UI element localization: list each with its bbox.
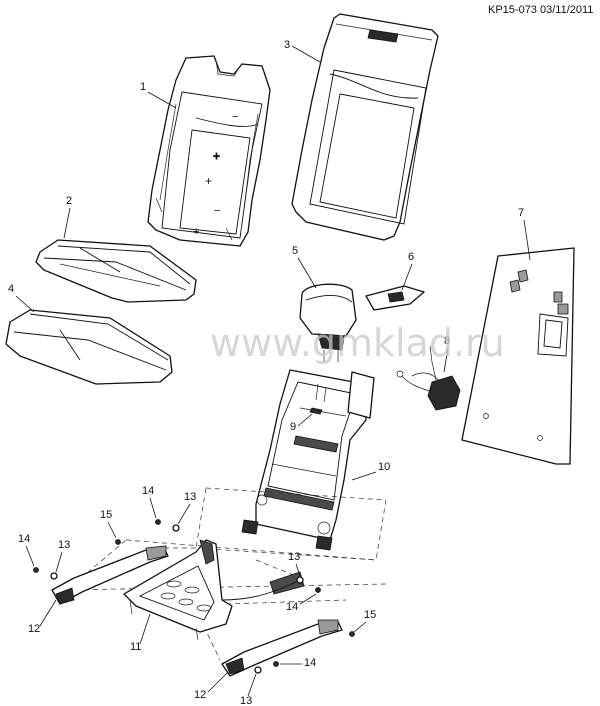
part-seat-frame <box>123 539 305 641</box>
part-seatback-frame <box>241 369 375 551</box>
callout-11: 11 <box>130 641 141 653</box>
callout-13-c: 13 <box>288 551 300 563</box>
part-seatback-cover <box>291 13 439 241</box>
callout-5: 5 <box>292 245 298 257</box>
svg-text:+: + <box>213 149 220 163</box>
watermark-text: www.gmklad.ru <box>210 321 505 365</box>
callout-14-b: 14 <box>18 533 30 545</box>
part-back-panel <box>461 247 575 465</box>
fasteners <box>33 519 355 674</box>
part-seat-rail-right <box>221 619 343 677</box>
doc-code: KP15-073 03/11/2011 <box>488 4 593 16</box>
part-seatback-cushion: + + + − − <box>147 55 271 247</box>
svg-text:−: − <box>214 205 220 217</box>
part-module-harness <box>396 345 461 411</box>
part-seat-rail-left <box>51 545 169 605</box>
callout-15-b: 15 <box>364 609 376 621</box>
callout-12-left: 12 <box>28 623 40 635</box>
callout-4: 4 <box>8 283 14 295</box>
svg-text:+: + <box>205 174 212 188</box>
callout-7: 7 <box>518 207 524 219</box>
callout-13-a: 13 <box>184 491 196 503</box>
callout-10: 10 <box>378 461 390 473</box>
callout-1: 1 <box>140 81 146 93</box>
part-headrest <box>299 283 357 362</box>
callout-2: 2 <box>66 195 72 207</box>
callout-13-d: 13 <box>240 695 252 706</box>
callout-13-b: 13 <box>58 539 70 551</box>
callout-8: 8 <box>444 335 450 347</box>
callout-14-d: 14 <box>304 657 316 669</box>
callout-14-a: 14 <box>142 485 154 497</box>
part-switch <box>365 285 425 311</box>
part-bracket <box>309 407 323 415</box>
callout-14-c: 14 <box>286 601 298 613</box>
svg-text:−: − <box>232 111 238 123</box>
callout-6: 6 <box>408 251 414 263</box>
part-seat-cushion <box>35 239 197 303</box>
part-seat-cover <box>5 309 173 385</box>
svg-text:+: + <box>193 226 199 238</box>
callout-12-right: 12 <box>194 689 206 701</box>
callout-15-a: 15 <box>100 509 112 521</box>
callout-9: 9 <box>290 421 296 433</box>
callout-3: 3 <box>284 39 290 51</box>
